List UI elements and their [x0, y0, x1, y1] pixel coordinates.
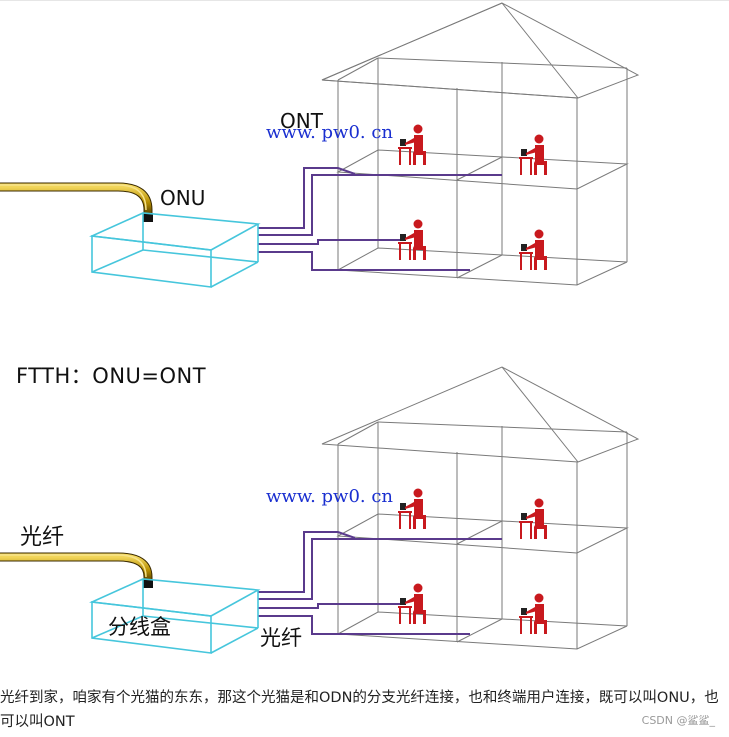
user-icon-4: [519, 229, 547, 270]
fiber-label: 光纤: [20, 525, 64, 550]
site-watermark: www. pw0. cn: [266, 122, 393, 143]
user-icon-5: [398, 488, 426, 529]
caption-text: 光纤到家，咱家有个光猫的东东，那这个光猫是和ODN的分支光纤连接，也和终端用户连…: [0, 690, 719, 730]
ftth-label: FTTH：ONU=ONT: [16, 364, 207, 388]
csdn-watermark: CSDN @鲨鲨_: [641, 714, 715, 727]
fiber-lines-2: [258, 531, 502, 635]
user-icon-8: [519, 593, 547, 634]
splitter-diagram: 光纤 分线盒 光纤 www. pw0. cn: [0, 362, 729, 662]
fiber-label-2: 光纤: [260, 626, 302, 650]
fiber-lines: [258, 167, 502, 271]
house-frame: [321, 2, 640, 286]
house-frame-2: [321, 366, 640, 650]
user-icon-7: [398, 583, 426, 624]
user-icon-2: [519, 134, 547, 175]
onu-diagram-svg: ONU ONT www. pw0. cn: [0, 2, 640, 288]
user-icon-6: [519, 498, 547, 539]
user-icon-3: [398, 219, 426, 260]
fiber-cable: [0, 182, 153, 218]
splitter-diagram-svg: 光纤 分线盒 光纤 www. pw0. cn: [0, 366, 640, 654]
user-icon-1: [398, 124, 426, 165]
splitter-label: 分线盒: [108, 615, 171, 639]
top-divider: [0, 0, 729, 1]
ont-label: ONT: [280, 109, 324, 133]
onu-label: ONU: [160, 186, 205, 210]
onu-diagram: ONU ONT www. pw0. cn: [0, 0, 729, 300]
site-watermark-2: www. pw0. cn: [266, 486, 393, 507]
splitter-box: [89, 578, 261, 654]
onu-box: [89, 212, 261, 288]
fiber-cable-2: [0, 552, 153, 584]
